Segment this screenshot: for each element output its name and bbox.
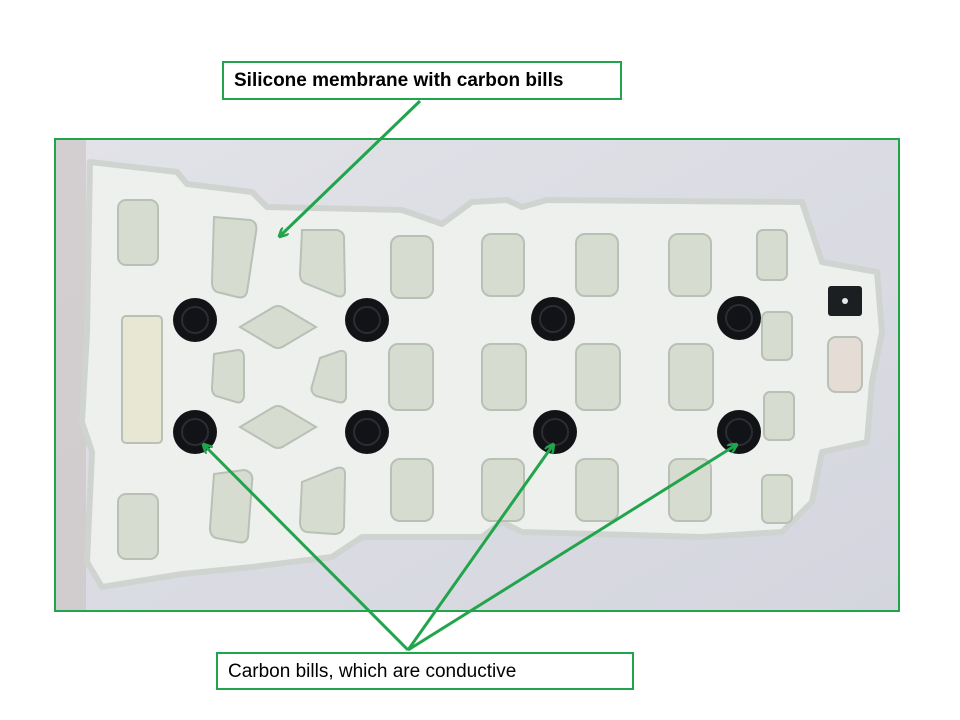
label-silicone-membrane-text: Silicone membrane with carbon bills: [234, 70, 564, 91]
label-silicone-membrane: Silicone membrane with carbon bills: [222, 61, 622, 100]
keypad-illustration: [56, 140, 898, 610]
label-carbon-bills-text: Carbon bills, which are conductive: [228, 660, 517, 682]
keypad-photo: [54, 138, 900, 612]
label-carbon-bills: Carbon bills, which are conductive: [216, 652, 634, 690]
carbon-pills: [173, 296, 761, 454]
